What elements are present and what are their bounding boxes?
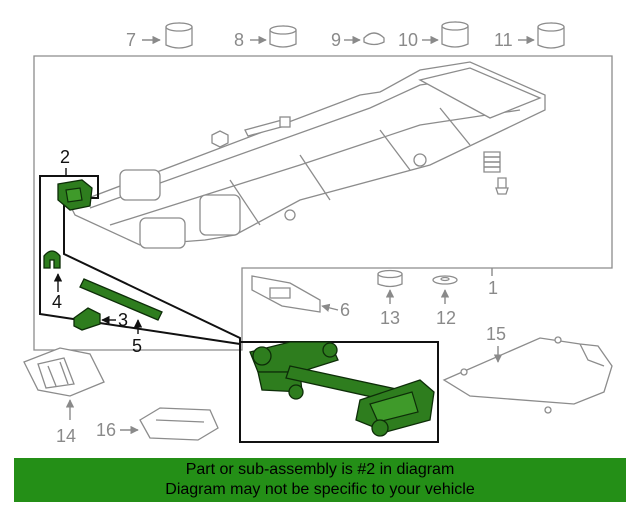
body-mount-11[interactable]: 11: [494, 22, 565, 50]
washer-12[interactable]: [432, 275, 458, 285]
crossmember-bracket-6[interactable]: [251, 275, 321, 313]
callout-7: 7: [126, 30, 136, 50]
part-3-mount[interactable]: [73, 307, 101, 331]
body-mount-10[interactable]: 10: [398, 21, 469, 50]
part-4-clip[interactable]: [43, 250, 61, 269]
callout-14: 14: [56, 426, 76, 446]
info-banner: Part or sub-assembly is #2 in diagram Di…: [14, 458, 626, 502]
callout-12: 12: [436, 308, 456, 328]
callout-11: 11: [494, 30, 513, 50]
frame-bolt[interactable]: [244, 116, 291, 137]
frame-nut[interactable]: [211, 130, 229, 148]
part-5-rod[interactable]: [79, 278, 163, 321]
callout-5: 5: [132, 336, 142, 356]
callout-4: 4: [52, 292, 62, 312]
callout-9: 9: [331, 30, 341, 50]
callout-1: 1: [488, 278, 498, 298]
highlight-outline-2: [39, 175, 439, 443]
body-mount-7[interactable]: 7: [126, 22, 193, 50]
bump-stop-spring[interactable]: [483, 151, 501, 173]
callout-8: 8: [234, 30, 244, 50]
banner-line-2: Diagram may not be specific to your vehi…: [165, 481, 475, 498]
frame-assembly-outline: [33, 55, 613, 351]
crossmember-assembly[interactable]: [249, 341, 435, 437]
banner-line-1: Part or sub-assembly is #2 in diagram: [185, 461, 455, 478]
callout-16: 16: [96, 420, 116, 440]
callout-15: 15: [486, 324, 506, 344]
callout-6: 6: [340, 300, 350, 320]
bump-stop-bolt[interactable]: [495, 177, 509, 195]
shield-16[interactable]: [139, 407, 219, 441]
callout-13: 13: [380, 308, 400, 328]
frame-mount-bracket[interactable]: [57, 179, 93, 211]
parts-diagram: 7 8 9 10 11: [23, 21, 613, 446]
body-mount-8[interactable]: 8: [234, 25, 297, 50]
vehicle-frame[interactable]: [69, 61, 546, 249]
skid-plate-14[interactable]: [23, 347, 105, 397]
insulator-13[interactable]: [377, 269, 403, 288]
shield-15[interactable]: [442, 336, 613, 414]
callout-10: 10: [398, 30, 418, 50]
callout-3: 3: [118, 310, 128, 330]
callout-2: 2: [60, 147, 70, 167]
body-mount-9[interactable]: 9: [331, 30, 385, 50]
